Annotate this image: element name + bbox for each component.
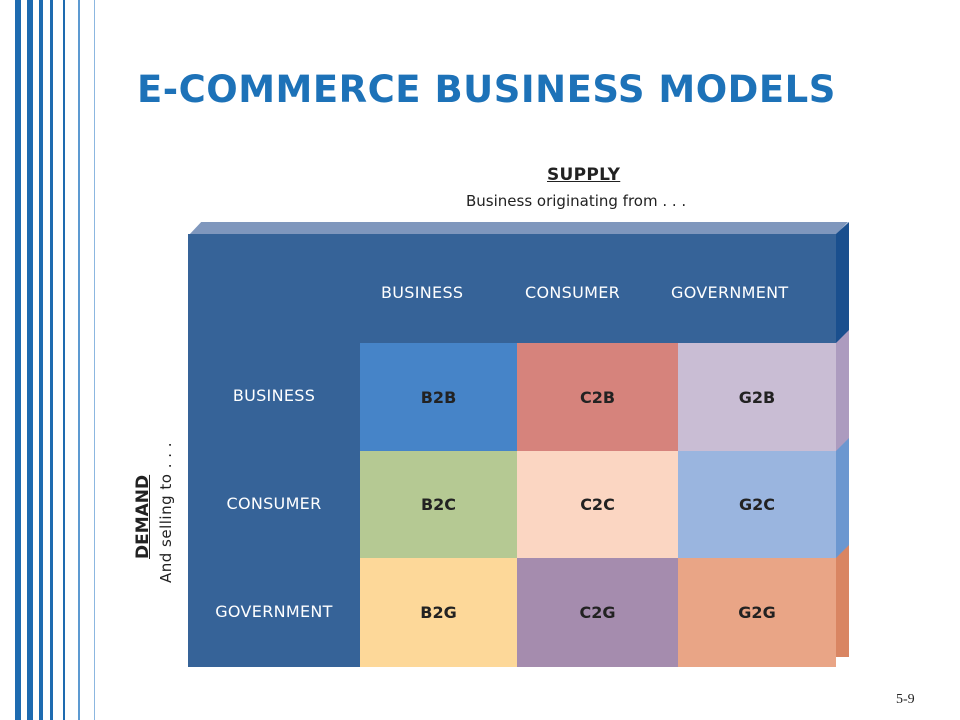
cell-c2c: C2C xyxy=(517,451,678,558)
matrix-side-face xyxy=(836,438,849,558)
cell-b2g: B2G xyxy=(360,558,517,667)
matrix-side-face xyxy=(836,330,849,451)
column-header-business: BUSINESS xyxy=(381,283,464,302)
matrix-side-face xyxy=(836,545,849,657)
cell-c2b: C2B xyxy=(517,343,678,451)
column-header-consumer: CONSUMER xyxy=(525,283,621,302)
matrix-top-face xyxy=(188,222,848,236)
cell-g2b: G2B xyxy=(678,343,836,451)
supply-title: SUPPLY xyxy=(547,165,621,185)
demand-title: DEMAND xyxy=(133,474,153,559)
decorative-stripe xyxy=(50,0,53,720)
demand-subtitle: And selling to . . . xyxy=(157,441,175,583)
decorative-stripe xyxy=(94,0,95,720)
matrix-side-face xyxy=(836,222,849,343)
supply-subtitle: Business originating from . . . xyxy=(466,192,687,210)
decorative-stripe xyxy=(63,0,65,720)
cell-b2c: B2C xyxy=(360,451,517,558)
column-header-government: GOVERNMENT xyxy=(671,283,789,302)
row-header-consumer: CONSUMER xyxy=(226,494,322,513)
slide-number: 5-9 xyxy=(896,692,915,707)
cell-b2b: B2B xyxy=(360,343,517,451)
slide-title: E-COMMERCE BUSINESS MODELS xyxy=(137,68,836,111)
cell-c2g: C2G xyxy=(517,558,678,667)
decorative-stripe xyxy=(27,0,33,720)
decorative-stripe xyxy=(15,0,21,720)
decorative-stripe xyxy=(39,0,43,720)
decorative-stripe xyxy=(78,0,80,720)
row-header-government: GOVERNMENT xyxy=(215,602,333,621)
row-header-business: BUSINESS xyxy=(232,386,316,405)
cell-g2g: G2G xyxy=(678,558,836,667)
cell-g2c: G2C xyxy=(678,451,836,558)
